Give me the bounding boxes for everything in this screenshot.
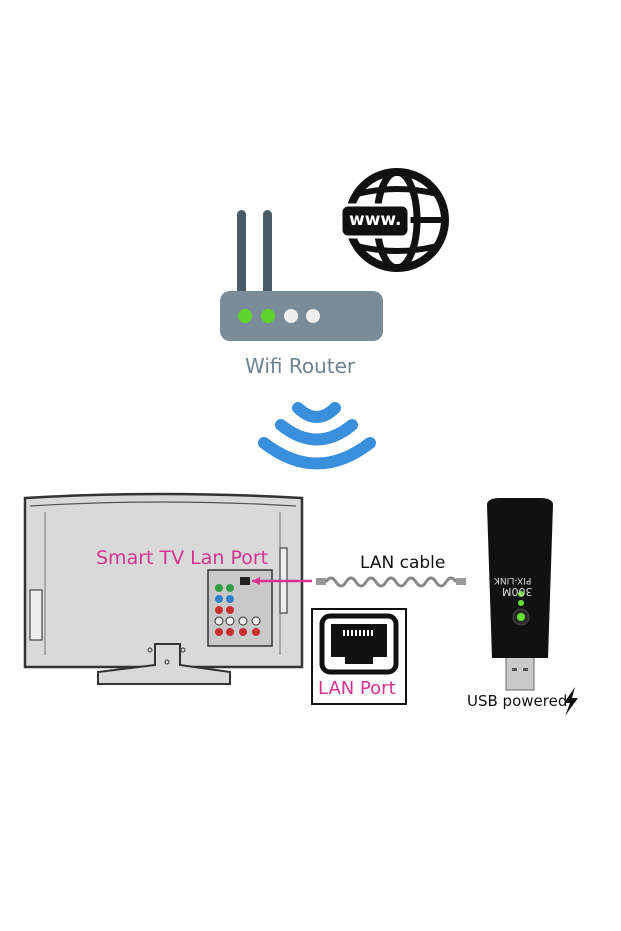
globe-icon (339, 168, 449, 272)
router-antenna-left (237, 210, 246, 300)
usb-powered-label: USB powered (467, 692, 568, 710)
lan-port-icon (311, 608, 407, 705)
router-led-3 (284, 309, 298, 323)
lan-cable-label: LAN cable (360, 553, 446, 573)
router-led-1 (238, 309, 252, 323)
lan-cable-icon (316, 576, 466, 588)
lightning-icon (564, 687, 578, 716)
tv-port-label: Smart TV Lan Port (96, 547, 269, 569)
router-antenna-right (263, 210, 272, 300)
router-label: Wifi Router (245, 354, 356, 378)
lan-port-label: LAN Port (318, 678, 396, 699)
router-led-2 (261, 309, 275, 323)
usb-adapter-icon (487, 498, 553, 691)
adapter-model: 300M (502, 585, 533, 598)
router-icon (220, 210, 383, 341)
router-body (220, 291, 383, 341)
globe-www-badge: www. (349, 210, 402, 230)
router-led-4 (306, 309, 320, 323)
av-jacks (214, 584, 261, 636)
tv-back-icon (23, 492, 312, 685)
adapter-brand: PIX-LINK (494, 575, 532, 585)
wifi-signal-icon (258, 402, 376, 470)
